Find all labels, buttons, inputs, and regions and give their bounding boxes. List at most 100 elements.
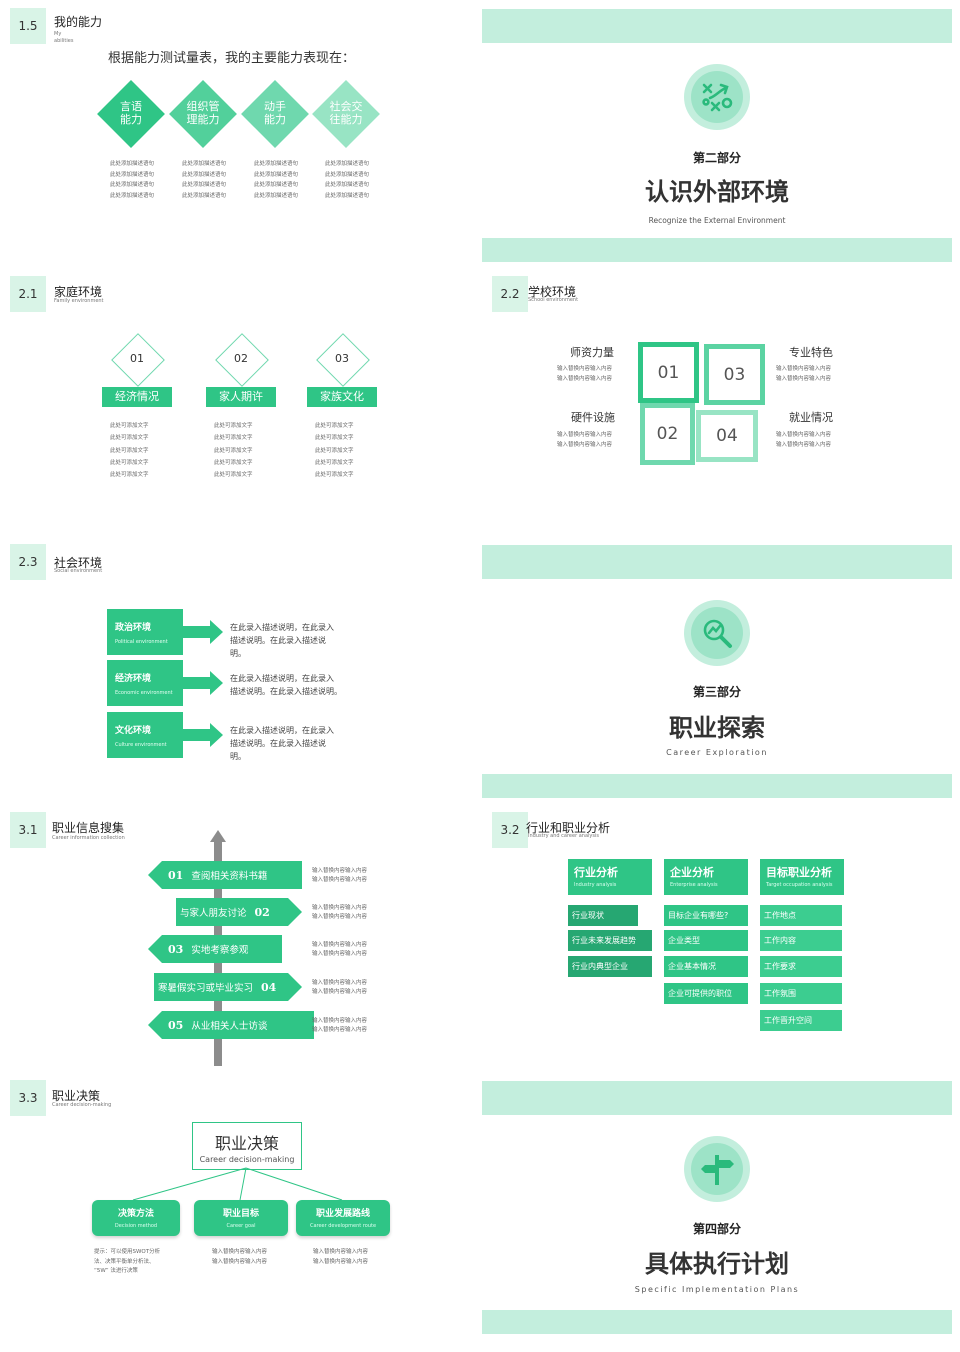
analysis-item: 行业未来发展趋势	[568, 930, 652, 951]
item-label: 家族文化	[307, 387, 377, 407]
part-label: 第四部分	[692, 1222, 741, 1236]
analysis-item: 工作氛围	[760, 983, 842, 1004]
ability-label: 动手能力	[264, 100, 286, 126]
top-band	[482, 545, 952, 579]
section-title: 职业信息搜集	[52, 821, 125, 835]
sign-description: 输入替换内容输入内容输入替换内容输入内容	[312, 868, 368, 883]
label-employment: 就业情况	[789, 411, 833, 424]
section-title: 社会环境	[54, 556, 103, 570]
ability-description: 此处添加描述语句此处添加描述语句此处添加描述语句此处添加描述语句	[182, 161, 227, 199]
arrow-icon	[182, 671, 223, 695]
label-faculty: 师资力量	[570, 346, 614, 359]
analysis-item: 企业基本情况	[664, 956, 748, 977]
square-04: 04	[696, 410, 758, 462]
section-subtitle: School environment	[528, 297, 579, 303]
signpost-icon	[701, 1155, 734, 1185]
part-subtitle: Recognize the External Environment	[648, 216, 786, 225]
part-label: 第三部分	[692, 685, 741, 699]
section-number: 2.2	[492, 276, 528, 312]
section-number: 3.2	[492, 812, 528, 848]
analysis-item: 工作地点	[760, 905, 842, 926]
ability-description: 此处添加描述语句此处添加描述语句此处添加描述语句此处添加描述语句	[110, 161, 155, 199]
environment-description: 在此录入描述说明，在此录入描述说明。在此录入描述说明。	[230, 674, 342, 696]
slide-part3-cover: 第三部分 职业探索 Career Exploration	[482, 536, 952, 798]
section-title: 学校环境	[528, 285, 577, 299]
tip-text: 提示：可以使用SWOT分析法、决策平衡单分析法、“5W” 法进行决策	[94, 1249, 161, 1274]
strategy-icon	[702, 83, 733, 112]
item-text: 此处可添加文字此处可添加文字此处可添加文字此处可添加文字此处可添加文字	[315, 423, 354, 479]
bottom-band	[482, 774, 952, 798]
slide-part2-cover: 第二部分 认识外部环境 Recognize the External Envir…	[482, 0, 952, 262]
ability-label: 社会交往能力	[329, 100, 363, 126]
arrow-icon	[182, 620, 223, 644]
section-title: 行业和职业分析	[526, 821, 611, 835]
sign-description: 输入替换内容输入内容输入替换内容输入内容	[312, 942, 368, 957]
slide-my-abilities: 1.5 我的能力 My abilities 根据能力测试量表，我的主要能力表现在…	[0, 0, 470, 262]
item-text: 此处可添加文字此处可添加文字此处可添加文字此处可添加文字此处可添加文字	[214, 423, 253, 479]
ability-label: 言语能力	[120, 100, 142, 126]
analysis-item: 行业现状	[568, 905, 638, 926]
section-subtitle: Social environment	[54, 568, 103, 574]
sign-description: 输入替换内容输入内容输入替换内容输入内容	[312, 980, 368, 995]
bottom-band	[482, 1310, 952, 1334]
item-number: 03	[335, 352, 349, 365]
section-subtitle: My	[54, 31, 62, 37]
analysis-item: 工作晋升空间	[760, 1010, 842, 1031]
slide-industry-career-analysis: 3.2 行业和职业分析 Industry and career analysis…	[482, 804, 952, 1066]
section-title: 我的能力	[54, 15, 103, 29]
section-number: 2.3	[10, 544, 46, 580]
ability-description: 此处添加描述语句此处添加描述语句此处添加描述语句此处添加描述语句	[325, 161, 370, 199]
section-title: 职业决策	[52, 1089, 101, 1103]
slide-career-decision: 3.3 职业决策 Career decision-making 职业决策 Car…	[0, 1072, 470, 1334]
section-number: 3.3	[10, 1080, 46, 1116]
part-subtitle: Specific Implementation Plans	[634, 1285, 800, 1294]
item-text: 此处可添加文字此处可添加文字此处可添加文字此处可添加文字此处可添加文字	[110, 423, 149, 479]
icon-circle	[684, 64, 750, 130]
square-03: 03	[704, 344, 765, 405]
analysis-item: 目标企业有哪些?	[664, 905, 748, 926]
ability-description: 此处添加描述语句此处添加描述语句此处添加描述语句此处添加描述语句	[254, 161, 299, 199]
item-label: 家人期许	[206, 387, 276, 407]
sign-description: 输入替换内容输入内容输入替换内容输入内容	[312, 1018, 368, 1033]
section-number: 2.1	[10, 276, 46, 312]
label-facilities: 硬件设施	[571, 411, 615, 424]
section-title: 家庭环境	[54, 285, 103, 299]
part-title: 具体执行计划	[645, 1250, 789, 1278]
section-subtitle: Career decision-making	[52, 1102, 112, 1108]
analysis-item: 工作要求	[760, 956, 842, 977]
icon-circle	[684, 600, 750, 666]
square-02: 02	[640, 403, 695, 465]
slide-part4-cover: 第四部分 具体执行计划 Specific Implementation Plan…	[482, 1072, 952, 1334]
environment-description: 在此录入描述说明，在此录入描述说明。在此录入描述说明。	[230, 726, 334, 761]
square-01: 01	[638, 342, 699, 403]
analysis-item: 企业类型	[664, 930, 748, 951]
environment-description: 在此录入描述说明，在此录入描述说明。在此录入描述说明。	[230, 623, 334, 658]
magnifier-icon	[703, 619, 732, 648]
section-subtitle: abilities	[54, 38, 74, 44]
connector-lines	[132, 1167, 343, 1201]
section-subtitle: Family environment	[54, 298, 104, 304]
part-label: 第二部分	[692, 151, 741, 165]
arrow-icon	[182, 723, 223, 747]
top-band	[482, 1081, 952, 1115]
abilities-heading: 根据能力测试量表，我的主要能力表现在：	[108, 51, 356, 66]
part-subtitle: Career Exploration	[666, 748, 768, 757]
section-number: 3.1	[10, 812, 46, 848]
analysis-item: 企业可提供的职位	[664, 983, 748, 1004]
bottom-band	[482, 238, 952, 262]
part-title: 认识外部环境	[645, 178, 789, 206]
